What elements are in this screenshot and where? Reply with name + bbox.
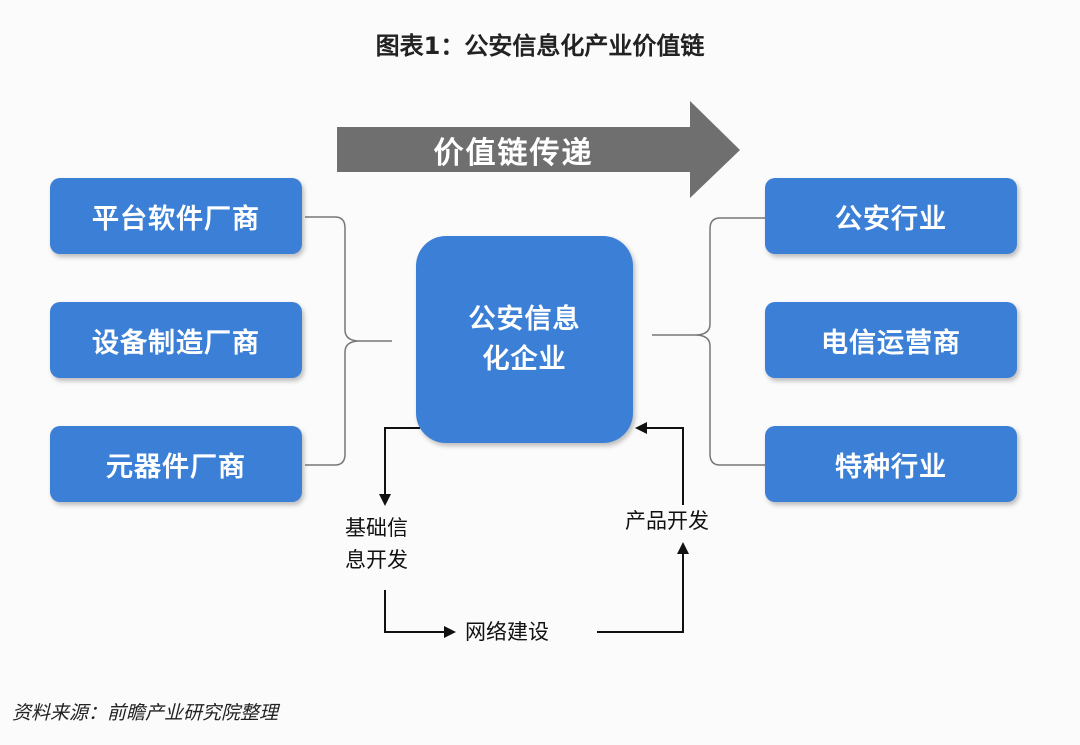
downstream-box-telecom: 电信运营商: [765, 302, 1017, 378]
downstream-box-special: 特种行业: [765, 426, 1017, 502]
arrow-left-icon: [635, 422, 647, 434]
flow-basic-info: 基础信 息开发: [345, 512, 408, 576]
right-bracket: [652, 217, 765, 466]
flow-basic-info-line2: 息开发: [345, 548, 408, 572]
arrow-down-icon: [379, 494, 391, 506]
upstream-box-components: 元器件厂商: [50, 426, 302, 502]
center-label-line2: 化企业: [482, 343, 567, 375]
flow-line-network: [384, 590, 446, 633]
flow-basic-info-line1: 基础信: [345, 516, 408, 540]
value-chain-arrow-shape: [337, 101, 740, 198]
downstream-box-public-security: 公安行业: [765, 178, 1017, 254]
arrow-up-icon: [677, 542, 689, 554]
flow-line-basic: [384, 427, 420, 496]
center-label-line1: 公安信息: [468, 303, 581, 335]
arrow-right-icon: [444, 626, 456, 638]
upstream-box-platform-software: 平台软件厂商: [50, 178, 302, 254]
flow-network: 网络建设: [465, 620, 549, 644]
flow-line-product: [597, 552, 684, 633]
source-note: 资料来源：前瞻产业研究院整理: [12, 702, 279, 724]
value-chain-label: 价值链传递: [433, 136, 594, 171]
flow-product: 产品开发: [625, 509, 709, 533]
upstream-box-equipment: 设备制造厂商: [50, 302, 302, 378]
left-bracket: [305, 216, 392, 466]
center-box: 公安信息 化企业: [416, 236, 633, 443]
page-title: 图表1：公安信息化产业价值链: [375, 32, 705, 60]
flow-line-return: [645, 427, 684, 505]
